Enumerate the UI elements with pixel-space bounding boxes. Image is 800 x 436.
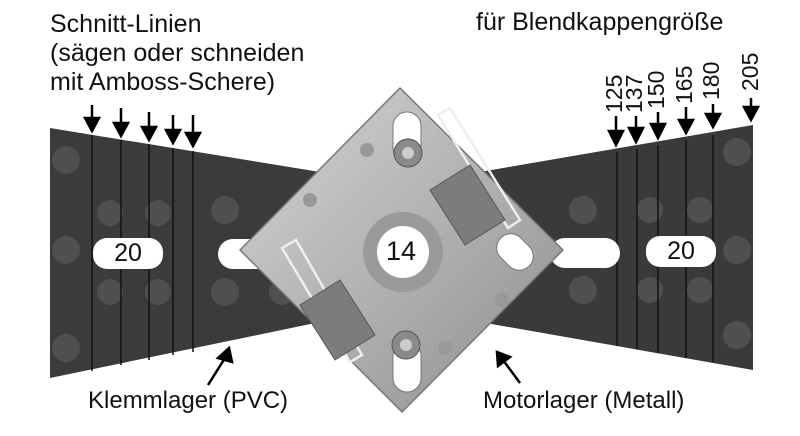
- motor-bearing-label: Motorlager (Metall): [483, 387, 685, 414]
- cut-lines-caption: Schnitt-Linien (sägen oder schneiden mit…: [50, 10, 304, 97]
- cap-size-arrows: [606, 98, 761, 148]
- center-hole-number: 14: [386, 236, 417, 266]
- clamp-bearing-plate: [50, 128, 320, 378]
- metal-bracket: [239, 87, 564, 413]
- cut-lines-subtitle-2: mit Amboss-Schere): [50, 68, 276, 96]
- motor-bearing-arrow: [495, 350, 522, 384]
- cut-line-arrows-left: [82, 105, 203, 149]
- cut-lines-left: [91, 135, 194, 371]
- cap-size-165: 165: [671, 65, 697, 104]
- cut-lines-subtitle-1: (sägen oder schneiden: [50, 39, 305, 67]
- cut-lines-title: Schnitt-Linien: [50, 10, 202, 38]
- motor-bearing-plate: [480, 125, 753, 370]
- cap-size-180: 180: [698, 61, 724, 100]
- cap-size-205: 205: [737, 52, 763, 91]
- clamp-bearing-label: Klemmlager (PVC): [88, 387, 289, 414]
- clamp-bearing-arrow: [206, 345, 234, 386]
- cap-size-150: 150: [643, 70, 669, 109]
- cap-size-title: für Blendkappengröße: [476, 8, 724, 36]
- left-plate-badge: 20: [93, 238, 163, 269]
- right-plate-badge: 20: [646, 236, 716, 267]
